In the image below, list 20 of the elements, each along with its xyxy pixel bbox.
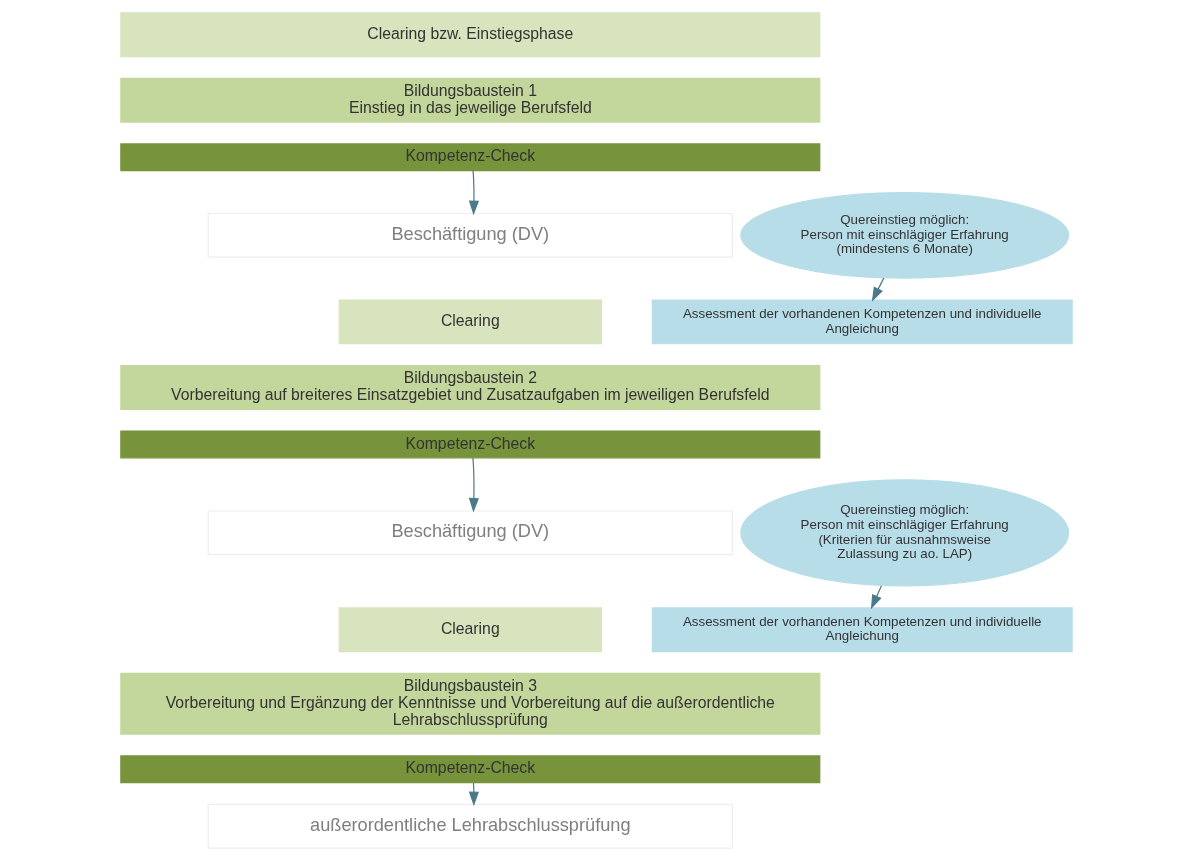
node-box: Bildungsbaustein 1 Einstieg in das jeweilige Berufsfeld — [119, 77, 820, 123]
node-ellipse: Quereinstieg möglich: Person mit einschlägiger Erfahrung (mindestens 6 Monate) — [739, 192, 1069, 279]
arrow — [870, 585, 882, 610]
node-box: Kompetenz-Check — [119, 430, 820, 459]
arrow — [468, 170, 479, 216]
node-box: Bildungsbaustein 3 Vorbereitung und Ergänzung der Kenntnisse und Vorbereitung auf die außerordentliche Lehrabschlussprüfung — [119, 672, 820, 735]
node-box: außerordentliche Lehrabschlussprüfung — [207, 803, 733, 849]
node-box: Kompetenz-Check — [119, 143, 820, 172]
node-box: Beschäftigung (DV) — [207, 510, 733, 556]
node-box: Kompetenz-Check — [119, 755, 820, 784]
node-box: Beschäftigung (DV) — [207, 212, 733, 258]
node-box: Bildungsbaustein 2 Vorbereitung auf breiteres Einsatzgebiet und Zusatzaufgaben im jeweiligen Berufsfeld — [119, 365, 820, 410]
node-box: Assessment der vorhandenen Kompetenzen und individuelle Angleichung — [651, 299, 1073, 345]
node-box: Clearing — [338, 607, 602, 653]
arrow — [468, 457, 479, 513]
node-ellipse: Quereinstieg möglich: Person mit einschlägiger Erfahrung (Kriterien für ausnahmsweise Zulassung zu ao. LAP) — [739, 479, 1069, 587]
arrow — [871, 277, 884, 302]
node-box: Clearing — [338, 299, 602, 345]
node-box: Assessment der vorhandenen Kompetenzen und individuelle Angleichung — [651, 607, 1073, 653]
node-box: Clearing bzw. Einstiegsphase — [119, 12, 820, 58]
